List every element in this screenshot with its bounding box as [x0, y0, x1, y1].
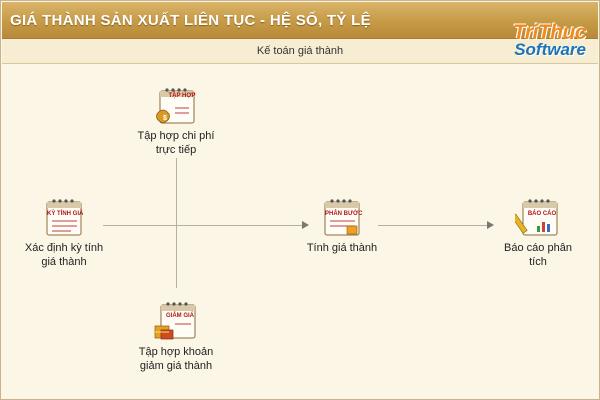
- node-label: Xác định kỳ tính giá thành: [4, 241, 124, 269]
- icon-caption: GIẢM GIÁ: [166, 313, 194, 319]
- arrow-to-report: [487, 221, 494, 229]
- node-label-line2: trực tiếp: [155, 144, 197, 156]
- node-label: Tính giá thành: [282, 241, 402, 255]
- node-analysis-report[interactable]: BÁO CÁO Báo cáo phân tích: [478, 196, 598, 269]
- node-label-line2: giá thành: [41, 256, 87, 268]
- connector-vertical: [176, 158, 177, 288]
- icon-caption: PHÂN BƯỚC: [325, 211, 363, 217]
- connector-period-to-calc: [103, 225, 303, 226]
- node-label-line2: giảm giá thành: [139, 360, 213, 372]
- node-label-line1: Tập hợp chi phí: [137, 130, 215, 142]
- icon-caption: TẬP HỢP: [168, 93, 196, 99]
- section-header: Kế toán giá thành: [2, 39, 598, 64]
- node-calculate-cost[interactable]: PHÂN BƯỚC Tính giá thành: [282, 196, 402, 255]
- node-costing-period[interactable]: KỲ TÍNH GIÁ Xác định kỳ tính giá thành: [4, 196, 124, 269]
- node-label-line1: Tính giá thành: [306, 242, 378, 254]
- node-label: Tập hợp chi phí trực tiếp: [116, 129, 236, 157]
- calendar-discount-icon: GIẢM GIÁ: [153, 300, 199, 342]
- section-title: Kế toán giá thành: [256, 45, 344, 57]
- node-label-line1: Xác định kỳ tính: [24, 242, 104, 254]
- calendar-icon: KỲ TÍNH GIÁ: [41, 196, 87, 238]
- arrow-to-calculate: [302, 221, 309, 229]
- title-bar: GIÁ THÀNH SẢN XUẤT LIÊN TỤC - HỆ SỐ, TỶ …: [2, 2, 598, 39]
- calendar-money-icon: $ TẬP HỢP: [153, 84, 199, 126]
- node-label-line2: tích: [529, 256, 547, 268]
- logo-text-software: Software: [514, 40, 586, 59]
- calendar-calculate-icon: PHÂN BƯỚC: [319, 196, 365, 238]
- brand-logo: TriThuc Software: [486, 21, 587, 62]
- svg-text:$: $: [163, 115, 167, 122]
- node-direct-costs[interactable]: $ TẬP HỢP Tập hợp chi phí trực tiếp: [116, 84, 236, 157]
- icon-caption: BÁO CÁO: [527, 211, 557, 217]
- connector-calc-to-report: [378, 225, 488, 226]
- icon-caption: KỲ TÍNH GIÁ: [47, 211, 84, 217]
- calendar-report-icon: BÁO CÁO: [515, 196, 561, 238]
- logo-text-trithuc: TriThuc: [512, 21, 587, 44]
- window-title: GIÁ THÀNH SẢN XUẤT LIÊN TỤC - HỆ SỐ, TỶ …: [10, 12, 371, 29]
- node-cost-reductions[interactable]: GIẢM GIÁ Tập hợp khoản giảm giá thành: [116, 300, 236, 373]
- node-label: Báo cáo phân tích: [478, 241, 598, 269]
- node-label-line1: Tập hợp khoản: [138, 346, 214, 358]
- node-label-line1: Báo cáo phân: [504, 242, 572, 254]
- node-label: Tập hợp khoản giảm giá thành: [116, 345, 236, 373]
